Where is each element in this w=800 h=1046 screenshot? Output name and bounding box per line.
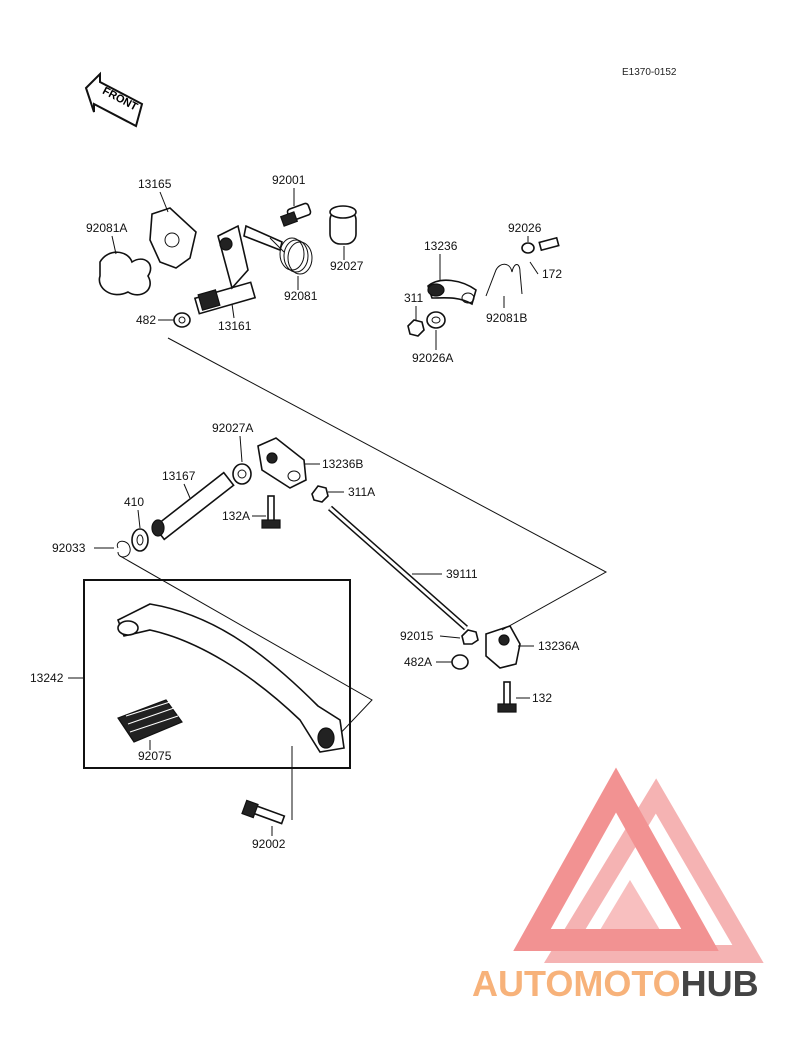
watermark-logo-icon — [513, 767, 764, 963]
svg-text:92081B: 92081B — [486, 311, 527, 325]
part-132-drawing — [497, 681, 517, 713]
svg-text:92027A: 92027A — [212, 421, 253, 435]
part-92081A-drawing — [98, 251, 152, 296]
svg-text:13236: 13236 — [424, 239, 458, 253]
label-92026: 92026 — [508, 221, 542, 242]
svg-text:92081A: 92081A — [86, 221, 127, 235]
part-13161-drawing — [193, 224, 283, 315]
label-482: 482 — [136, 313, 174, 327]
svg-text:410: 410 — [124, 495, 144, 509]
front-arrow-icon: FRONT — [84, 71, 144, 128]
label-92081A: 92081A — [86, 221, 127, 255]
svg-text:13242: 13242 — [30, 671, 64, 685]
label-92015: 92015 — [400, 629, 461, 643]
label-92033: 92033 — [52, 541, 114, 555]
label-172: 172 — [529, 261, 562, 281]
svg-text:39111: 39111 — [446, 567, 478, 581]
label-13236B: 13236B — [304, 457, 363, 471]
assembly-lines — [119, 337, 608, 820]
svg-text:92001: 92001 — [272, 173, 306, 187]
part-92015-drawing — [461, 629, 479, 645]
svg-text:92027: 92027 — [330, 259, 364, 273]
part-13167-drawing — [151, 471, 235, 541]
part-92075-drawing — [117, 699, 183, 743]
label-13161: 13161 — [218, 303, 252, 333]
label-13236A: 13236A — [518, 639, 579, 653]
label-92026A: 92026A — [412, 330, 453, 365]
svg-text:13236B: 13236B — [322, 457, 363, 471]
part-92026A-drawing — [426, 311, 446, 329]
label-13167: 13167 — [162, 469, 196, 499]
svg-text:13165: 13165 — [138, 177, 172, 191]
part-13242-box — [83, 579, 351, 769]
svg-text:13236A: 13236A — [538, 639, 579, 653]
part-92033-drawing — [116, 540, 131, 558]
part-132A-drawing — [261, 495, 281, 529]
label-39111: 39111 — [412, 567, 478, 581]
svg-text:92026: 92026 — [508, 221, 542, 235]
part-92081-drawing — [269, 237, 313, 275]
watermark-part2: HUB — [681, 963, 759, 1004]
part-92026-drawing — [521, 242, 535, 254]
label-92001: 92001 — [272, 173, 306, 206]
part-39111-drawing — [328, 505, 468, 631]
svg-text:311A: 311A — [348, 485, 375, 499]
diagram-code: E1370-0152 — [622, 67, 677, 78]
part-172-drawing — [538, 236, 560, 252]
label-410: 410 — [124, 495, 144, 529]
svg-text:92033: 92033 — [52, 541, 86, 555]
svg-text:172: 172 — [542, 267, 562, 281]
part-13236B-drawing — [257, 437, 307, 489]
label-311A: 311A — [328, 485, 375, 499]
part-482-drawing — [173, 312, 191, 328]
svg-text:92026A: 92026A — [412, 351, 453, 365]
part-13236-drawing — [427, 279, 477, 306]
label-92075: 92075 — [138, 740, 172, 763]
svg-text:132A: 132A — [222, 509, 250, 523]
label-311: 311 — [404, 291, 423, 320]
watermark-text: AUTOMOTOHUB — [472, 963, 759, 1004]
svg-text:13167: 13167 — [162, 469, 196, 483]
watermark-part1: AUTOMOTO — [472, 963, 681, 1004]
svg-text:AUTOMOTOHUB: AUTOMOTOHUB — [472, 963, 759, 1004]
svg-text:92002: 92002 — [252, 837, 286, 851]
label-13236: 13236 — [424, 239, 458, 280]
part-92002-drawing — [241, 799, 286, 825]
label-92081B: 92081B — [486, 296, 527, 325]
label-13242: 13242 — [30, 671, 84, 685]
label-92027: 92027 — [330, 246, 364, 273]
part-311A-drawing — [311, 485, 329, 503]
part-92027A-drawing — [232, 463, 252, 485]
label-132A: 132A — [222, 509, 266, 523]
part-13242-drawing — [116, 603, 345, 753]
part-92027-drawing — [329, 205, 357, 245]
part-410-drawing — [131, 528, 149, 552]
label-92027A: 92027A — [212, 421, 253, 463]
label-13165: 13165 — [138, 177, 172, 213]
part-92001-drawing — [279, 202, 312, 227]
svg-text:92015: 92015 — [400, 629, 434, 643]
label-482A: 482A — [404, 655, 452, 669]
label-92081: 92081 — [284, 276, 318, 303]
part-13236A-drawing — [485, 625, 521, 669]
svg-text:132: 132 — [532, 691, 552, 705]
part-92081B-drawing — [485, 263, 523, 297]
label-132: 132 — [516, 691, 552, 705]
svg-text:92075: 92075 — [138, 749, 172, 763]
label-92002: 92002 — [252, 826, 286, 851]
svg-text:92081: 92081 — [284, 289, 318, 303]
svg-text:482: 482 — [136, 313, 156, 327]
svg-text:13161: 13161 — [218, 319, 252, 333]
part-482A-drawing — [451, 654, 469, 670]
svg-text:482A: 482A — [404, 655, 432, 669]
part-311-drawing — [407, 319, 425, 337]
part-13165-drawing — [149, 207, 197, 269]
svg-text:311: 311 — [404, 291, 423, 305]
